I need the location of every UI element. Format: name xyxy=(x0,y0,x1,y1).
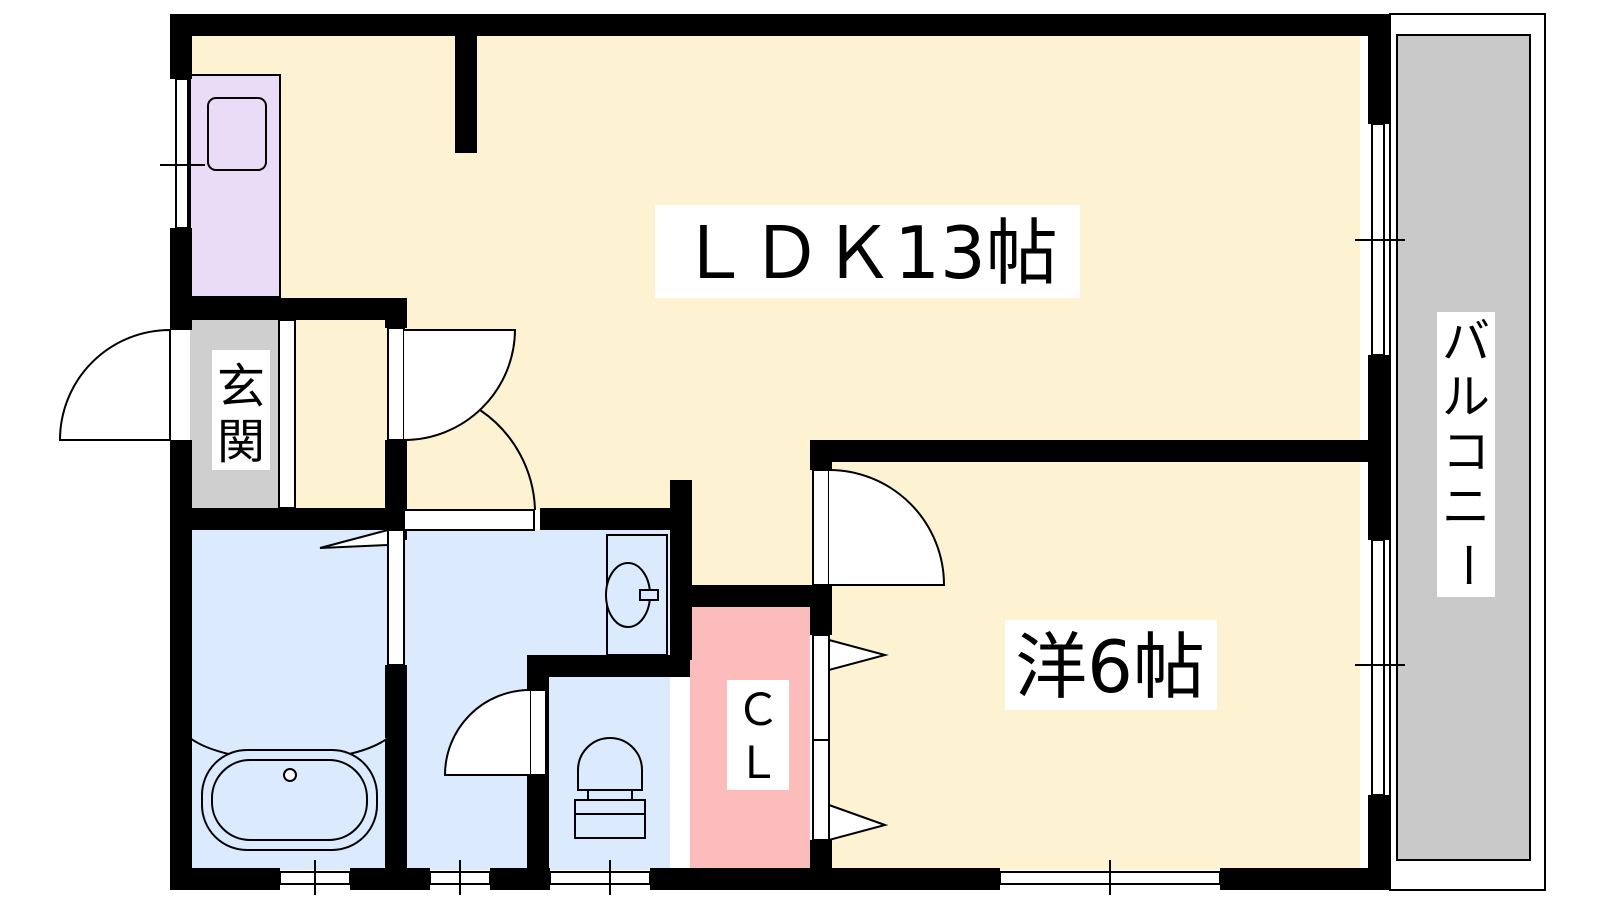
western-label: 洋6帖 xyxy=(1015,625,1205,709)
hall-floor xyxy=(675,430,825,590)
ldk-label: ＬＤＫ13帖 xyxy=(678,211,1058,295)
balcony-label-char-2: コ xyxy=(1442,424,1490,480)
entrance-label-top: 玄 xyxy=(217,359,265,415)
windows xyxy=(160,78,1405,895)
balcony-label-char-1: ル xyxy=(1442,369,1490,425)
balcony-label-char-0: バ xyxy=(1442,314,1490,370)
balcony-label-char-3: ニ xyxy=(1442,479,1490,535)
fixtures xyxy=(189,534,668,851)
closet-label-bg xyxy=(727,680,789,790)
entrance-label-bg xyxy=(212,350,270,470)
toilet-icon xyxy=(577,737,643,791)
sink-icon xyxy=(207,97,267,171)
doors xyxy=(58,319,946,842)
closet-label-bottom: Ｌ xyxy=(736,738,780,789)
balcony-label-bg xyxy=(1437,312,1495,597)
walls xyxy=(170,14,1390,890)
ldk-label-bg xyxy=(655,205,1080,298)
balcony-label-char-4: ー xyxy=(1439,541,1495,589)
western-label-bg xyxy=(1005,620,1217,710)
closet-label-top: Ｃ xyxy=(736,685,780,736)
shoe-cabinet xyxy=(295,318,391,510)
entrance-label-bottom: 関 xyxy=(217,414,265,470)
